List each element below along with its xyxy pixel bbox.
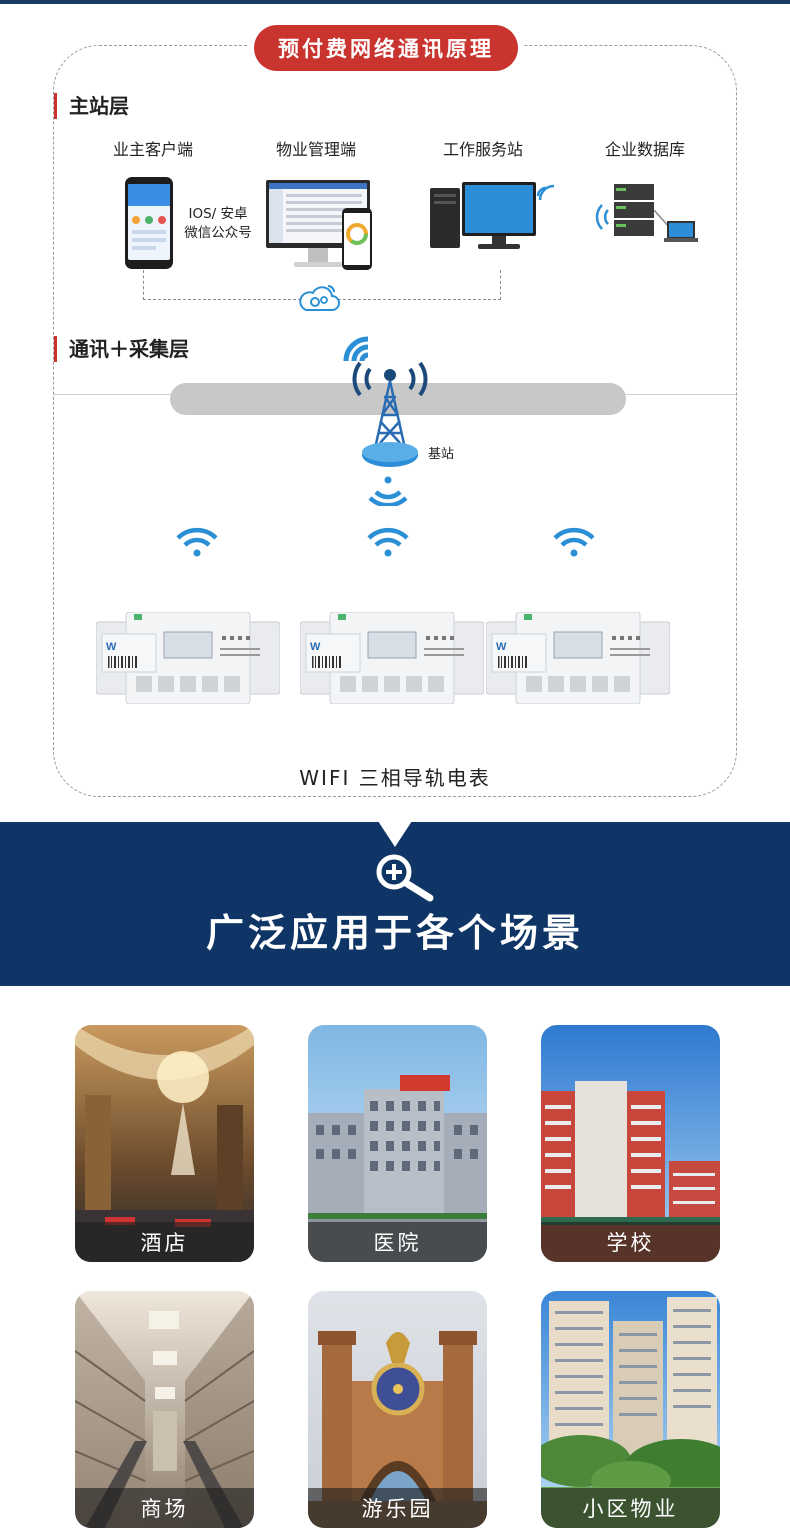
layer-label-communication: 通讯＋采集层 <box>54 336 189 362</box>
scenario-card-amusement-park[interactable]: 游乐园 <box>308 1291 487 1528</box>
scenario-card-residential-property[interactable]: 小区物业 <box>541 1291 720 1528</box>
svg-text:W: W <box>310 641 321 653</box>
monitor-app-icon <box>266 180 372 270</box>
meter-caption: WIFI 三相导轨电表 <box>299 766 491 790</box>
scenario-label-mall: 商场 <box>75 1488 254 1528</box>
banner-title: 广泛应用于各个场景 <box>205 911 584 955</box>
column-label-property-mgmt: 物业管理端 <box>275 140 356 159</box>
smartphone-icon <box>125 177 173 269</box>
column-label-work-server: 工作服务站 <box>442 140 523 159</box>
magnifier-plus-icon <box>376 854 434 902</box>
wifi-icon <box>367 527 409 557</box>
workstation-icon <box>430 182 555 249</box>
cloud-icon <box>299 285 340 311</box>
scenario-card-school[interactable]: 学校 <box>541 1025 720 1262</box>
diagram-title: 预付费网络通讯原理 <box>254 25 518 71</box>
din-rail-meter-3: W <box>486 612 670 704</box>
scenario-card-hotel[interactable]: 酒店 <box>75 1025 254 1262</box>
scenario-label-hospital: 医院 <box>308 1222 487 1262</box>
base-station-label: 基站 <box>428 447 455 462</box>
app-platform-line2: 微信公众号 <box>184 225 252 241</box>
app-platform-text: IOS/ 安卓 微信公众号 <box>178 205 258 243</box>
scenario-label-hotel: 酒店 <box>75 1222 254 1262</box>
base-station-tower-icon <box>343 336 428 467</box>
wifi-icon <box>368 476 408 506</box>
scenario-label-residential-property: 小区物业 <box>541 1488 720 1528</box>
app-platform-line1: IOS/ 安卓 <box>188 206 248 222</box>
database-icon <box>595 184 698 242</box>
wifi-icon <box>553 527 595 557</box>
svg-text:W: W <box>106 641 117 653</box>
network-band <box>170 383 626 415</box>
scenario-label-school: 学校 <box>541 1222 720 1262</box>
column-label-owner-client: 业主客户端 <box>112 140 193 159</box>
scenario-card-hospital[interactable]: 医院 <box>308 1025 487 1262</box>
wifi-icon <box>176 527 218 557</box>
column-label-enterprise-db: 企业数据库 <box>604 140 685 159</box>
scenario-card-mall[interactable]: 商场 <box>75 1291 254 1528</box>
applications-banner <box>0 822 790 986</box>
banner-notch <box>378 821 412 847</box>
top-rule <box>0 0 790 4</box>
layer-label-master: 主站层 <box>54 93 129 119</box>
svg-text:W: W <box>496 641 507 653</box>
din-rail-meter-2: W <box>300 612 484 704</box>
din-rail-meter-1: W <box>96 612 280 704</box>
scenario-label-amusement-park: 游乐园 <box>308 1488 487 1528</box>
